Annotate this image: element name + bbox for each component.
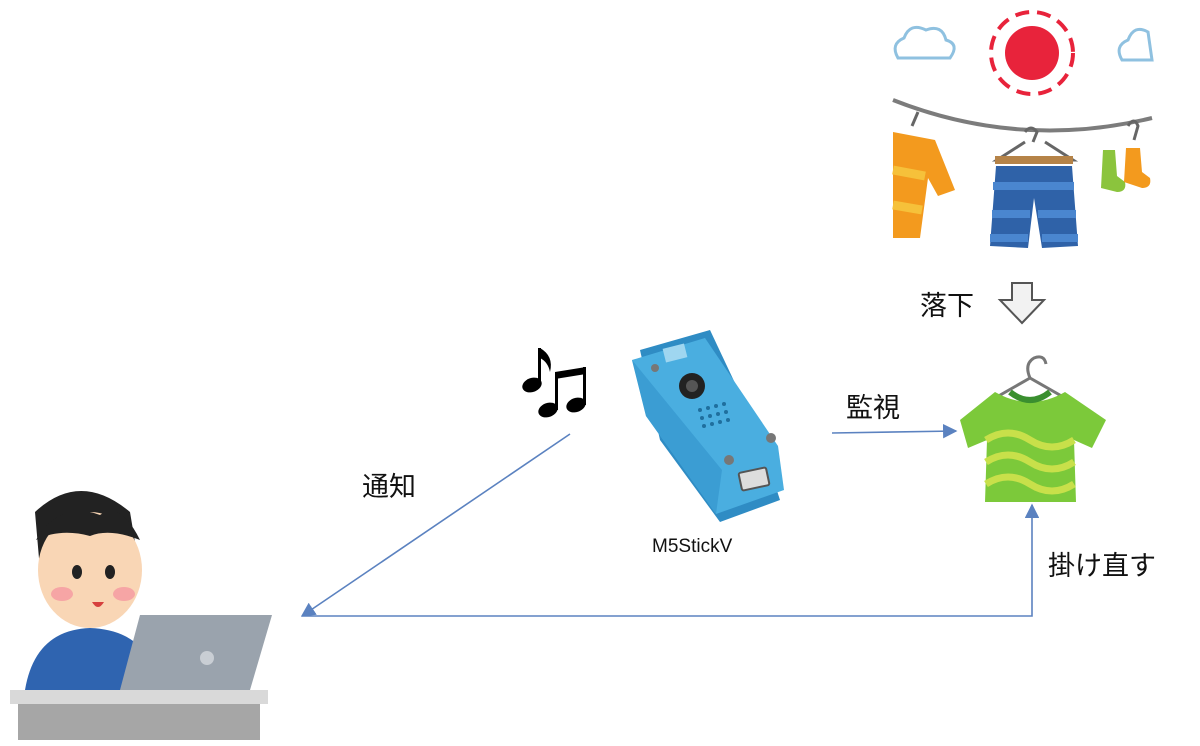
person-laptop-icon (10, 491, 272, 740)
t-shirt-on-hanger-icon (960, 355, 1106, 502)
trousers-icon (990, 126, 1079, 248)
clothesline (892, 98, 1153, 133)
music-notes-icon (522, 348, 586, 418)
cloud-icon (1117, 27, 1154, 62)
monitor-label: 監視 (846, 393, 900, 424)
down-arrow-icon (997, 282, 1047, 325)
sun-icon (989, 10, 1075, 96)
notify-label: 通知 (362, 472, 416, 503)
monitor-arrow (831, 424, 958, 439)
device-label: M5StickV (652, 536, 733, 557)
laundry-line-scene (892, 10, 1154, 248)
rehang-arrow (302, 503, 1040, 617)
orange-shirt-icon (892, 111, 955, 238)
fall-label: 落下 (920, 291, 974, 322)
cloud-icon (893, 25, 956, 60)
rehang-label: 掛け直す (1048, 551, 1156, 582)
m5stickv-camera-icon (632, 330, 784, 522)
socks-icon (1101, 119, 1151, 192)
notify-arrow (300, 433, 571, 617)
